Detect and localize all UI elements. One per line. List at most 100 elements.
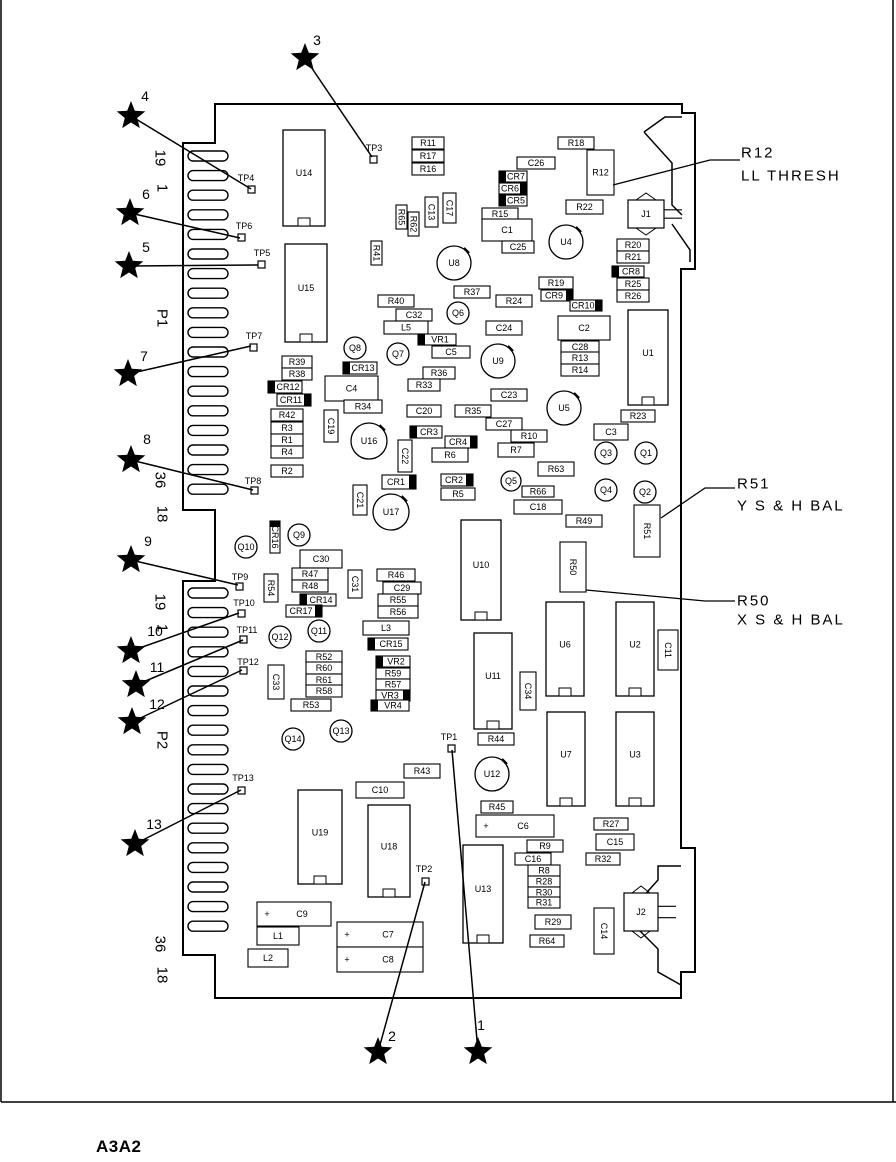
connector-finger	[187, 248, 229, 260]
part-label: Q2	[639, 487, 651, 497]
part-r25: R25	[616, 277, 650, 291]
part-r37: R37	[453, 285, 491, 299]
part-c5: C5	[431, 345, 471, 359]
polarity-mark: +	[344, 930, 349, 940]
part-cr9: CR9	[540, 289, 574, 302]
part-label: CR15	[379, 639, 402, 649]
connector-finger	[187, 326, 229, 339]
ic-u14: U14	[282, 129, 326, 227]
part-label: C15	[607, 837, 624, 847]
part-label: VR1	[431, 335, 449, 345]
part-label: CR16	[270, 525, 280, 548]
part-label: R37	[464, 287, 481, 297]
part-label: R55	[390, 595, 407, 605]
part-label: R48	[302, 581, 319, 591]
part-r35: R35	[454, 404, 492, 418]
test-star-11: 11	[121, 639, 244, 698]
part-u4: U4	[548, 224, 584, 260]
ic-u11: U11	[473, 632, 513, 730]
part-label: R57	[385, 680, 402, 690]
part-c26: C26	[516, 156, 556, 170]
connector-finger	[187, 842, 229, 854]
part-cr15: CR15	[367, 637, 409, 651]
connector-finger	[187, 724, 229, 736]
callout-desc: Y S & H BAL	[737, 498, 845, 515]
part-r40: R40	[377, 294, 415, 308]
test-star-6: 6	[115, 186, 241, 239]
part-c13: C13	[424, 196, 439, 228]
connector-finger	[187, 189, 229, 201]
part-label: R23	[630, 411, 647, 421]
part-cr8: CR8	[611, 265, 645, 278]
star-number: 3	[313, 32, 321, 48]
ic-u10: U10	[460, 519, 502, 621]
part-label: R62	[409, 216, 419, 233]
part-q8: Q8	[343, 336, 367, 360]
part-label: C16	[525, 854, 542, 864]
connector-finger	[187, 444, 229, 456]
part-label: CR6	[501, 184, 519, 194]
connector-finger	[187, 287, 229, 299]
part-label: U12	[484, 769, 501, 779]
part-c30: C30	[299, 549, 343, 569]
part-label: R36	[431, 368, 448, 378]
part-label: R47	[302, 569, 319, 579]
part-label: CR8	[622, 267, 640, 277]
part-label: Q6	[452, 308, 464, 318]
figure-caption: A3A2	[96, 1137, 142, 1156]
connector-label: P1	[154, 309, 171, 327]
part-c23: C23	[490, 388, 528, 402]
connector-finger	[187, 365, 229, 378]
ic-u15: U15	[284, 243, 328, 343]
part-r55: R55	[377, 593, 419, 607]
part-label: C21	[355, 492, 365, 509]
connector-finger	[187, 606, 229, 619]
part-label: Q4	[600, 485, 612, 495]
part-label: C34	[523, 683, 533, 700]
part-c34: C34	[519, 671, 537, 711]
pin-number: 36	[152, 936, 169, 953]
part-r16: R16	[411, 162, 445, 176]
part-r47: R47	[291, 567, 329, 581]
part-r51: R51	[633, 504, 661, 558]
part-c16: C16	[514, 852, 552, 866]
part-q11: Q11	[307, 619, 331, 643]
part-label: R59	[385, 669, 402, 679]
part-c21: C21	[352, 484, 368, 516]
test-star-1: 1	[451, 749, 493, 1065]
part-label: R40	[388, 296, 405, 306]
part-q14: Q14	[281, 727, 305, 751]
part-label: R16	[420, 164, 437, 174]
star-number: 13	[146, 816, 162, 832]
part-label: C1	[501, 225, 513, 235]
part-label: R39	[289, 357, 306, 367]
part-cr16: CR16	[269, 520, 281, 554]
callout-desc: LL THRESH	[741, 168, 841, 185]
part-c19: C19	[323, 409, 339, 443]
connector-finger	[187, 209, 229, 221]
part-label: R63	[548, 464, 565, 474]
part-label: R41	[372, 245, 382, 262]
part-q10: Q10	[234, 535, 258, 559]
polarity-mark: +	[344, 955, 349, 965]
part-label: R18	[568, 138, 585, 148]
part-r29: R29	[534, 914, 572, 930]
part-r60: R60	[305, 661, 343, 675]
part-label: VR3	[381, 691, 399, 701]
part-c6: +C6	[475, 814, 555, 838]
ic-label: U6	[559, 639, 571, 649]
part-label: C11	[663, 642, 673, 658]
part-label: R45	[489, 802, 506, 812]
part-label: CR3	[420, 427, 438, 437]
part-c15: C15	[595, 833, 635, 851]
part-label: R29	[545, 917, 562, 927]
part-label: R51	[642, 523, 652, 540]
part-label: C25	[510, 242, 527, 252]
part-label: Q1	[640, 448, 652, 458]
part-label: R34	[355, 402, 372, 412]
connector-finger	[187, 920, 229, 932]
part-u5: U5	[546, 390, 582, 426]
